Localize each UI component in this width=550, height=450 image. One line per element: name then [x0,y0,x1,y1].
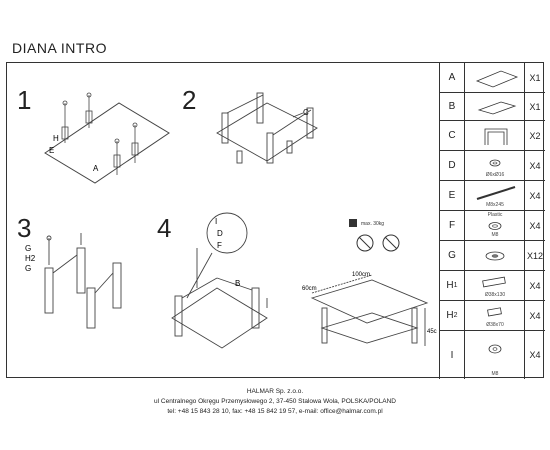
step-1-label-a: A [93,164,99,173]
dimension-length: 100cm [352,272,370,278]
step-1-number: 1 [17,85,32,115]
load-limit-text: max. 30kg [361,221,384,227]
step-3-drawing: G H2 G [25,233,122,329]
part-qty: X1 [524,93,545,120]
load-limit: max. 30kg [347,215,417,260]
step-3-label-g-bottom: G [25,264,31,273]
bolt-icon: M8x245 [464,181,525,210]
plastic-washer-icon: Plastic M8 [464,211,525,240]
part-spec: Ø38x70 [486,322,504,328]
part-row-g: G X12 [440,241,545,271]
part-qty: X4 [524,181,545,210]
parts-list: A X1 B X1 C X2 D Ø6xØ16 X4 [439,63,545,379]
part-qty: X12 [524,241,545,270]
part-row-b: B X1 [440,93,545,121]
part-spec: M8 [491,232,499,238]
step-2-label-c: C [303,108,309,117]
step-4-label-f: F [217,241,222,250]
part-spec: Ø38x130 [484,292,506,298]
dimension-width: 60cm [302,286,317,292]
step-3-number: 3 [17,213,32,243]
part-spec: M8 [491,371,499,377]
document-title: DIANA INTRO [12,40,107,56]
part-letter: G [448,250,456,261]
part-letter: I [450,349,454,361]
part-letter: B [448,101,456,112]
step-2-number: 2 [182,85,197,115]
weight-icon [349,219,357,227]
footer-company: HALMAR Sp. z.o.o. [246,388,304,395]
assembly-steps: 1 H E A 2 C [7,63,439,379]
footer-address: ul Centralnego Okręgu Przemysłowego 2, 3… [154,398,396,405]
step-4-number: 4 [157,213,172,243]
instruction-sheet: 1 H E A 2 C [6,62,545,379]
step-3-label-h2: H2 [25,254,36,263]
part-row-c: C X2 [440,121,545,151]
part-qty: X4 [524,331,545,379]
part-qty: X4 [524,301,545,330]
part-spec-top: Plastic [487,212,503,218]
short-spacer-icon: Ø38x70 [464,301,525,330]
part-spec: M8x245 [486,202,504,208]
dimension-height: 45cm [427,329,437,335]
part-letter: A [448,72,456,83]
part-letter: F [448,220,456,231]
part-row-f: F Plastic M8 X4 [440,211,545,241]
part-row-a: A X1 [440,63,545,93]
nut-icon: M8 [464,331,525,379]
step-1-label-h: H [53,134,59,143]
step-4-label-d: D [217,229,223,238]
part-qty: X4 [524,271,545,300]
part-spec: Ø6xØ16 [485,172,505,178]
part-row-i: I M8 X4 [440,331,545,379]
step-1-label-e: E [49,146,54,155]
washer-icon: Ø6xØ16 [464,151,525,180]
step-2-drawing: C [216,92,318,164]
footer-contact: tel: +48 15 843 28 10, fax: +48 15 842 1… [167,408,383,415]
tube-spacer-icon: Ø38x130 [464,271,525,300]
part-letter: C [448,130,456,141]
no-sitting-icon [356,234,374,252]
part-letter: E [448,190,456,201]
part-row-e: E M8x245 X4 [440,181,545,211]
part-row-d: D Ø6xØ16 X4 [440,151,545,181]
part-qty: X4 [524,151,545,180]
step-3-label-g-top: G [25,244,31,253]
part-qty: X4 [524,211,545,240]
glass-top-icon [464,63,525,92]
part-letter: D [448,160,456,171]
glass-shelf-icon [464,93,525,120]
rubber-pad-icon [464,241,525,270]
no-standing-icon [382,234,400,252]
step-4-label-b: B [235,279,240,288]
part-qty: X2 [524,121,545,150]
u-frame-leg-icon [464,121,525,150]
part-qty: X1 [524,63,545,92]
step-1-drawing: H E A [44,92,170,184]
step-4-label-i: I [215,217,217,226]
finished-table-drawing: 100cm 60cm 45cm [302,272,437,346]
step-4-drawing: I D F B [171,212,268,349]
